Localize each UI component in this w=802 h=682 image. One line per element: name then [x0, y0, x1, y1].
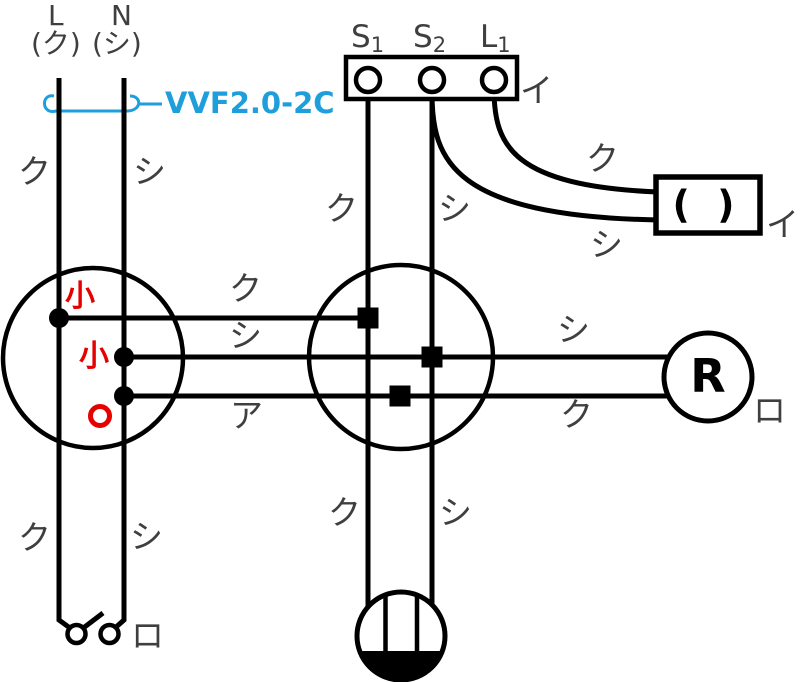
terminal-s2-sub: 2: [432, 33, 447, 57]
terminal-l1-hole: [479, 65, 509, 95]
terminal-l1-label: L1: [480, 19, 511, 57]
terminal-l1-sub: 1: [497, 33, 511, 57]
bottom-right-wire-label: シ: [130, 517, 163, 556]
terminal-s1-hole: [353, 65, 383, 95]
switch-circuit-label: ロ: [131, 616, 164, 655]
sleeve-mark-middle: 小: [79, 339, 109, 374]
connector-square-s2: [421, 346, 443, 368]
blank-device-content: ( ): [672, 182, 742, 227]
out-bottom-wire-label: ア: [230, 396, 263, 435]
maru-mark: [88, 404, 112, 428]
l1-to-device-wire: [491, 91, 659, 195]
bottom-left-wire-label: ク: [18, 518, 51, 557]
terminal-s1-sub: 1: [370, 33, 385, 57]
light-wire-right-label: シ: [439, 493, 472, 532]
receptacle-circuit-label: ロ: [753, 391, 786, 430]
switch-blade: [80, 611, 105, 631]
drop-right-wire-label: シ: [133, 152, 166, 191]
terminal-l1-base: L: [480, 19, 498, 55]
terminal-s2-hole: [417, 65, 447, 95]
switch-contact-right: [98, 622, 121, 646]
terminal-block-circuit-label: イ: [520, 71, 553, 110]
sleeve-mark-top: 小: [65, 279, 95, 314]
device-wire-top-label: ク: [586, 139, 619, 178]
receptacle-wire-top-label: シ: [557, 310, 590, 349]
receptacle-wire-bottom-label: ク: [560, 395, 593, 434]
s2-to-device-wire: [429, 92, 659, 223]
cable-spec-label: VVF2.0-2C: [165, 86, 335, 120]
cable-marker-loop: [43, 94, 162, 113]
joint-dot-white: [114, 347, 134, 367]
device-circuit-label: イ: [766, 205, 799, 244]
source-neutral-label: N: [111, 0, 132, 32]
live-drop-wire: [56, 78, 72, 631]
drop-left-wire-label: ク: [18, 152, 51, 191]
lamp-receptacle-circle: [661, 330, 755, 424]
s1-wire-label: ク: [325, 189, 358, 228]
junction-box-left-circle: [0, 265, 186, 451]
neutral-drop-wire: [113, 78, 127, 630]
connector-square-red: [389, 385, 411, 407]
joint-dot-red: [114, 386, 134, 406]
joint-dot-black: [49, 308, 69, 328]
blank-device-box: [653, 174, 763, 236]
terminal-s2-base: S: [413, 19, 433, 55]
out-middle-wire-label: シ: [229, 316, 262, 355]
light-wire-left-label: ク: [328, 493, 361, 532]
terminal-s1-label: S1: [351, 19, 384, 57]
out-top-wire-label: ク: [229, 269, 262, 308]
device-wire-bottom-label: シ: [590, 225, 623, 264]
source-neutral-color: (シ): [92, 27, 142, 60]
connector-square-s1: [357, 307, 379, 329]
terminal-s2-label: S2: [413, 19, 446, 57]
source-live-label: L: [48, 0, 64, 32]
source-live-color: (ク): [31, 27, 81, 60]
switch-contact-left: [65, 622, 88, 646]
junction-box-middle-circle: [306, 262, 496, 452]
receptacle-letter: R: [690, 349, 726, 404]
terminal-s1-base: S: [351, 19, 371, 55]
s2-wire-label: シ: [438, 189, 471, 228]
